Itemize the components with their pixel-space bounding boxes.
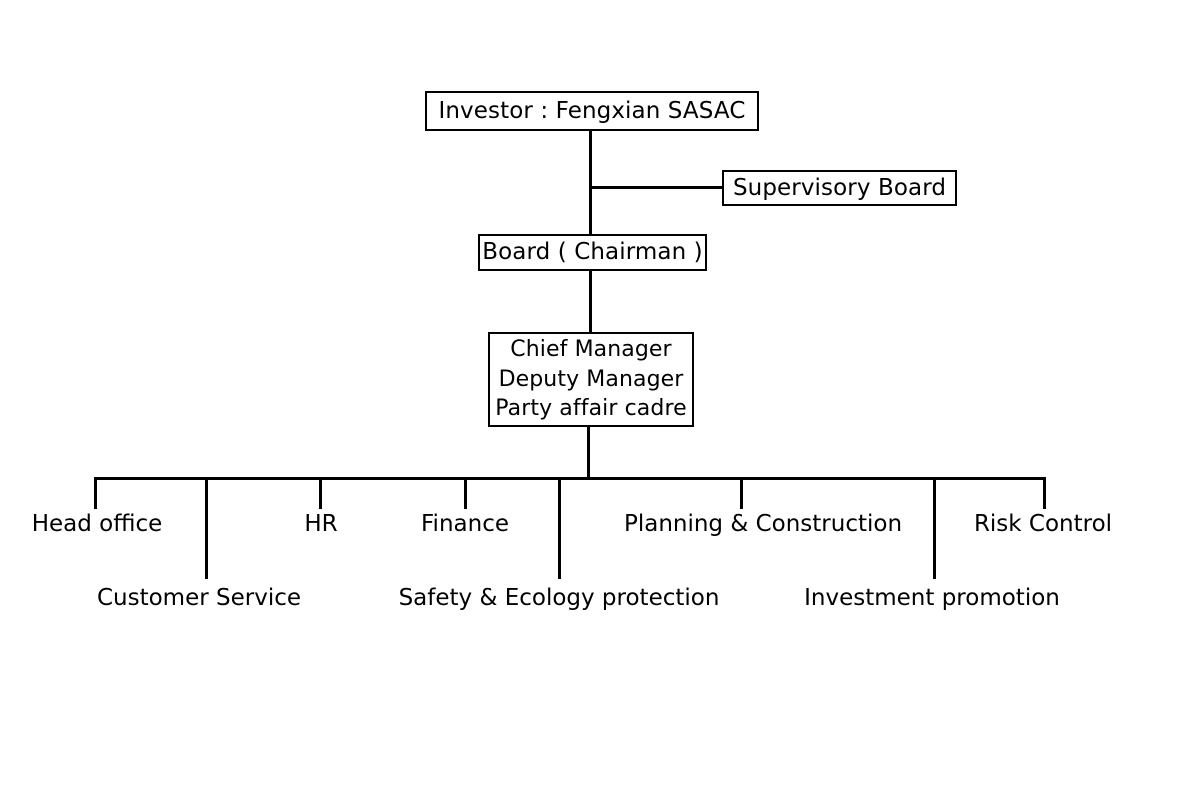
department-label[interactable]: Planning & Construction [623, 511, 903, 537]
department-stem [319, 477, 322, 509]
department-label[interactable]: Finance [421, 511, 509, 537]
department-label[interactable]: Risk Control [973, 511, 1113, 537]
node-board-chairman[interactable]: Board ( Chairman ) [478, 234, 707, 271]
node-investor[interactable]: Investor : Fengxian SASAC [425, 91, 759, 131]
node-supervisory-board[interactable]: Supervisory Board [722, 170, 957, 206]
department-stem [1043, 477, 1046, 509]
department-distribution-bar [95, 477, 1046, 480]
node-management-line-deputy-manager: Deputy Manager [498, 366, 684, 392]
department-stem [94, 477, 97, 509]
department-stem [558, 477, 561, 579]
node-board-chairman-label: Board ( Chairman ) [482, 239, 703, 266]
connector-investor-to-board [589, 130, 592, 236]
connector-trunk-to-supervisory-board [589, 186, 724, 189]
department-label[interactable]: Head office [31, 511, 163, 537]
department-label[interactable]: HR [304, 511, 338, 537]
connector-management-to-departments [587, 425, 590, 479]
node-management-line-party-affair-cadre: Party affair cadre [495, 396, 687, 422]
department-stem [205, 477, 208, 579]
department-label[interactable]: Customer Service [96, 585, 302, 611]
node-management-line-chief-manager: Chief Manager [510, 336, 672, 362]
node-management-team[interactable]: Chief Manager Deputy Manager Party affai… [488, 332, 694, 427]
node-supervisory-board-label: Supervisory Board [732, 174, 947, 201]
department-stem [933, 477, 936, 579]
department-label[interactable]: Investment promotion [804, 585, 1060, 611]
connector-board-to-management [589, 269, 592, 334]
department-stem [740, 477, 743, 509]
department-stem [464, 477, 467, 509]
department-label[interactable]: Safety & Ecology protection [398, 585, 720, 611]
node-investor-label: Investor : Fengxian SASAC [438, 97, 746, 124]
